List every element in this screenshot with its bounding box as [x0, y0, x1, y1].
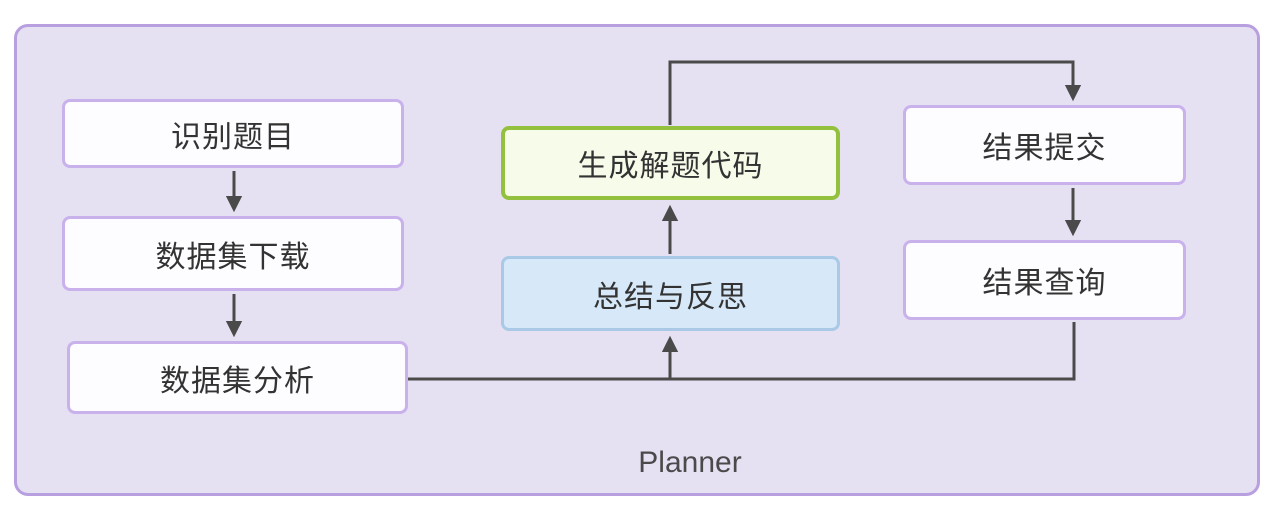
node-identify-task: 识别题目 [62, 99, 404, 168]
node-summary-reflection-label: 总结与反思 [593, 280, 748, 314]
node-dataset-download-label: 数据集下载 [155, 240, 311, 274]
node-dataset-analysis: 数据集分析 [67, 341, 408, 414]
node-identify-task-label: 识别题目 [171, 120, 295, 154]
node-dataset-analysis-label: 数据集分析 [160, 364, 315, 398]
node-result-submit-label: 结果提交 [982, 132, 1107, 165]
node-summary-reflection: 总结与反思 [501, 256, 840, 331]
node-generate-solution-code: 生成解题代码 [501, 126, 840, 200]
node-result-query-label: 结果查询 [982, 267, 1107, 300]
planner-group-label: Planner [638, 446, 742, 479]
node-dataset-download: 数据集下载 [62, 216, 404, 291]
node-result-submit: 结果提交 [903, 105, 1186, 185]
node-generate-solution-code-label: 生成解题代码 [577, 150, 764, 183]
node-result-query: 结果查询 [903, 240, 1186, 320]
